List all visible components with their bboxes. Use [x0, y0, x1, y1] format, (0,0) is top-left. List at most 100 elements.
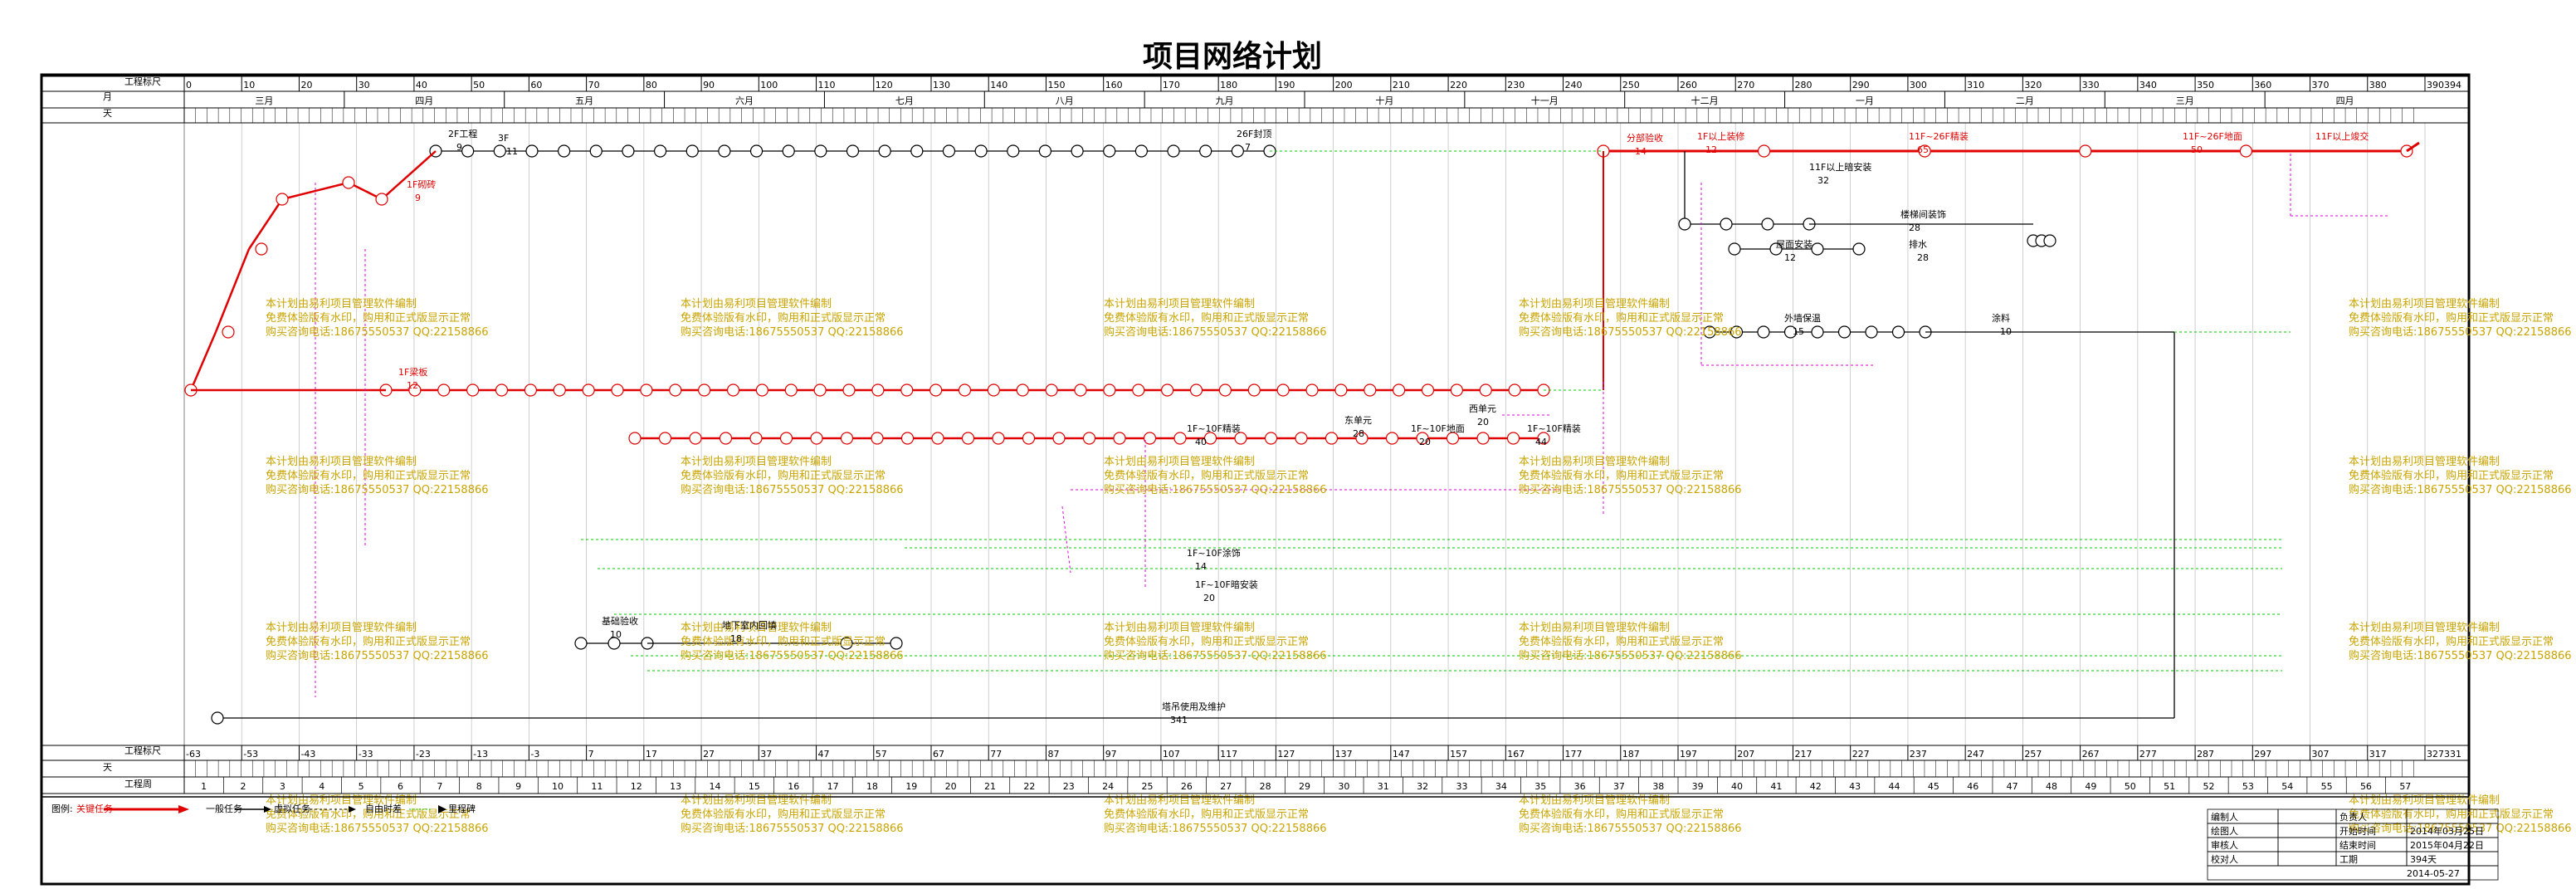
task-duration: 12 [1705, 144, 1717, 155]
task-label: 1F~10F涂饰 [1187, 547, 1241, 559]
network-node [1421, 383, 1435, 397]
bottom-tick-label: 87 [1047, 749, 1059, 760]
week-label: 51 [2164, 781, 2175, 792]
week-label: 23 [1063, 781, 1075, 792]
task-label: 26F封顶 [1237, 128, 1271, 139]
watermark-line-1: 本计划由易利项目管理软件编制 [1104, 456, 1255, 468]
network-node [910, 144, 924, 158]
bottom-tick-label: 247 [1967, 749, 1984, 760]
network-node [1758, 144, 1771, 158]
watermark-line-1: 本计划由易利项目管理软件编制 [681, 298, 832, 310]
watermark-line-3: 购买咨询电话:18675550537 QQ:22158866 [1104, 822, 1327, 835]
month-label: 八月 [1056, 95, 1074, 106]
bottom-tick-label: 107 [1163, 749, 1180, 760]
network-node [718, 144, 731, 158]
network-node [1355, 432, 1368, 445]
top-tick-label: 360 [2254, 80, 2271, 90]
week-label: 3 [280, 781, 285, 792]
bottom-tick-label: 257 [2024, 749, 2042, 760]
bottom-tick-label: -63 [186, 749, 201, 760]
network-node [553, 383, 566, 397]
network-node [1811, 325, 1824, 339]
week-label: 1 [201, 781, 207, 792]
top-tick-label: 290 [1852, 80, 1870, 90]
link-line [247, 198, 284, 250]
legend-normal-arrow-icon [264, 806, 271, 813]
network-node [2043, 234, 2056, 247]
link-line [214, 248, 251, 333]
watermark-line-2: 免费体验版有水印，购用和正式版显示正常 [1104, 808, 1309, 821]
network-node [1276, 383, 1290, 397]
network-node [276, 193, 289, 206]
bottom-tick-label: 187 [1622, 749, 1640, 760]
legend-milestone-icon [438, 805, 446, 813]
info-text: 负责人 [2339, 811, 2367, 823]
week-label: 35 [1534, 781, 1546, 792]
week-label: 46 [1967, 781, 1978, 792]
network-node [1231, 144, 1244, 158]
network-node [1007, 144, 1020, 158]
task-duration: 28 [1909, 222, 1920, 233]
week-label: 45 [1928, 781, 1939, 792]
top-tick-label: 140 [990, 80, 1007, 90]
top-tick-label: 80 [646, 80, 657, 90]
bottom-day-label: 天 [103, 762, 112, 773]
task-label: 屋面安装 [1776, 238, 1812, 250]
network-node [779, 432, 793, 445]
week-label: 49 [2085, 781, 2096, 792]
network-node [1189, 383, 1203, 397]
link-line [381, 150, 437, 200]
network-node [1837, 325, 1852, 339]
bottom-tick-label: 7 [588, 749, 594, 760]
week-label: 40 [1731, 781, 1743, 792]
network-node [1537, 432, 1550, 445]
week-label: 38 [1652, 781, 1664, 792]
week-label: 17 [827, 781, 839, 792]
watermark-line-2: 免费体验版有水印，购用和正式版显示正常 [266, 311, 471, 325]
network-node [2239, 144, 2252, 158]
legend: 图例: 关键任务 一般任务 虚拟任务 自由时差 里程碑 [41, 796, 2469, 814]
week-label: 14 [709, 781, 720, 792]
bottom-tick-label: 67 [933, 749, 944, 760]
week-label: 41 [1770, 781, 1782, 792]
network-node [810, 432, 823, 445]
top-tick-label: 20 [300, 80, 312, 90]
info-cell [2277, 837, 2337, 852]
info-text: 394天 [2410, 854, 2437, 865]
network-node [698, 383, 711, 397]
top-tick-label: 100 [760, 80, 778, 90]
watermark-line-3: 购买咨询电话:18675550537 QQ:22158866 [1104, 649, 1327, 662]
task-duration: 15 [1793, 326, 1804, 337]
network-node [813, 383, 827, 397]
network-node [653, 144, 667, 158]
top-tick-label: 340 [2139, 80, 2157, 90]
task-labels: 2F工程93F1126F封顶7分部验收141F以上装修1211F~26F精装65… [398, 128, 2369, 725]
top-tick-label: 10 [243, 80, 255, 90]
network-node [1022, 432, 1036, 445]
top-tick-label: 270 [1737, 80, 1754, 90]
task-label: 涂料 [1992, 312, 2010, 324]
info-text: 工期 [2339, 854, 2358, 865]
month-label: 四月 [2336, 95, 2354, 106]
network-node [987, 383, 1000, 397]
network-node [1918, 144, 1931, 158]
bottom-tick-label: 327331 [2427, 749, 2461, 760]
week-label: 20 [945, 781, 957, 792]
network-node [558, 144, 571, 158]
watermark-line-3: 购买咨询电话:18675550537 QQ:22158866 [2349, 483, 2572, 496]
task-label: 1F~10F精装 [1187, 423, 1241, 434]
watermark-line-2: 免费体验版有水印，购用和正式版显示正常 [2349, 635, 2554, 648]
link-line [2406, 141, 2420, 153]
task-label: 排水 [1909, 238, 1927, 250]
network-node [1728, 242, 1741, 256]
watermark-line-1: 本计划由易利项目管理软件编制 [2349, 456, 2500, 468]
network-node [669, 383, 682, 397]
top-tick-label: 200 [1335, 80, 1353, 90]
network-node [1082, 432, 1096, 445]
watermark-line-2: 免费体验版有水印，购用和正式版显示正常 [1519, 808, 1724, 821]
network-node [1199, 144, 1212, 158]
network-node [1783, 325, 1798, 339]
link-line [1061, 506, 1071, 574]
watermark-line-3: 购买咨询电话:18675550537 QQ:22158866 [2349, 649, 2572, 662]
week-label: 42 [1810, 781, 1822, 792]
